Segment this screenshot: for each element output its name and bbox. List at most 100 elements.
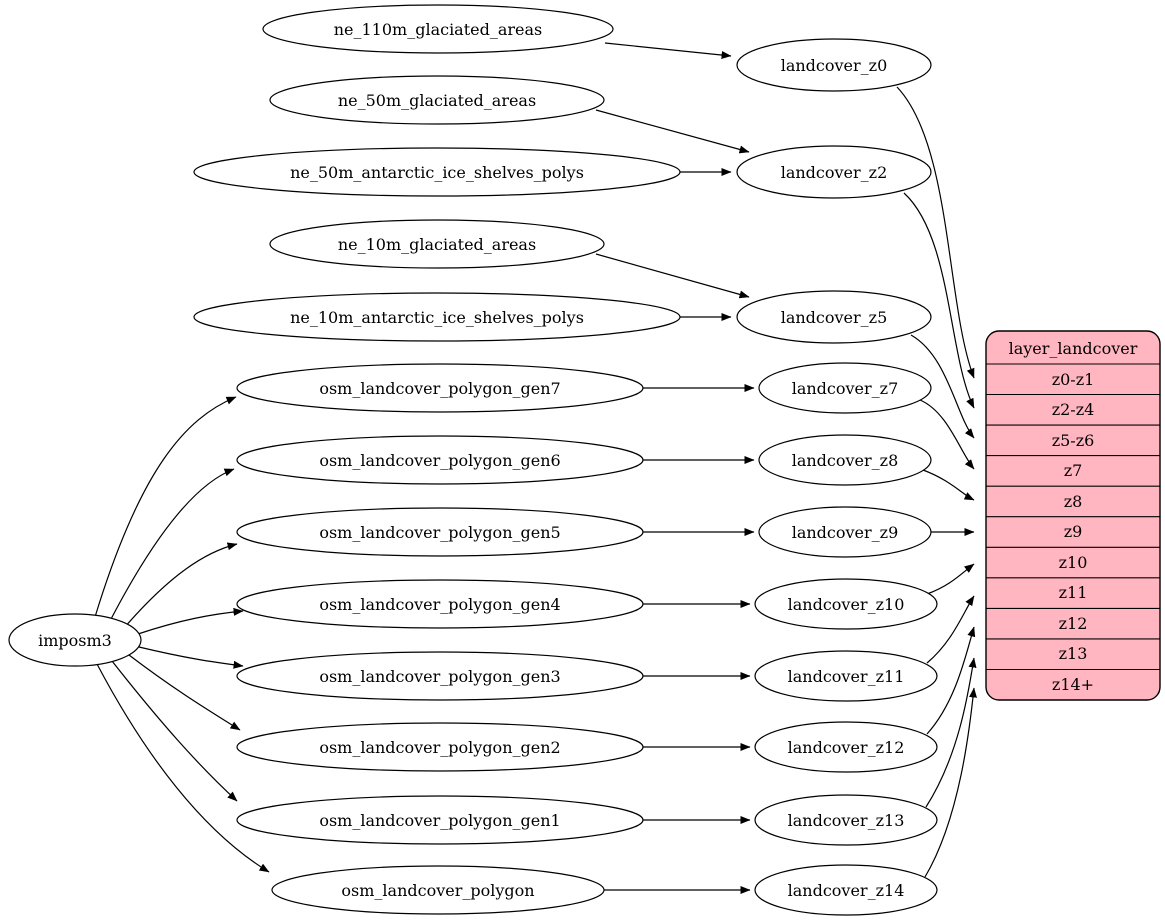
record-title: layer_landcover xyxy=(1009,339,1138,358)
edge-imposm3-gen1 xyxy=(111,660,238,802)
edge-z8-row xyxy=(922,469,975,501)
node-group: imposm3 ne_110m_glaciated_areas ne_50m_g… xyxy=(8,4,938,916)
stage-ellipse xyxy=(736,38,932,92)
stage-ellipse xyxy=(758,362,932,414)
node-landcover-z5: landcover_z5 xyxy=(736,290,932,344)
source-label: osm_landcover_polygon_gen6 xyxy=(319,451,560,470)
node-landcover-z0: landcover_z0 xyxy=(736,38,932,92)
imposm3-label: imposm3 xyxy=(38,631,112,650)
stage-label: landcover_z9 xyxy=(792,523,899,542)
edge-z0-row xyxy=(896,86,975,379)
source-ellipse xyxy=(193,147,681,197)
node-ne-50m-glaciated-areas: ne_50m_glaciated_areas xyxy=(269,75,605,125)
edge-imposm3-gen7 xyxy=(94,396,237,618)
edge-z13-row xyxy=(925,657,977,808)
source-ellipse xyxy=(236,795,644,845)
edge-z7-row xyxy=(919,399,975,470)
source-ellipse xyxy=(236,363,644,413)
record-row-label: z10 xyxy=(1059,553,1088,572)
source-ellipse xyxy=(236,435,644,485)
source-label: osm_landcover_polygon_gen3 xyxy=(319,667,560,686)
edge-imposm3-polygon xyxy=(96,663,270,873)
stage-ellipse xyxy=(736,290,932,344)
record-row-label: z14+ xyxy=(1052,675,1094,694)
record-row-label: z13 xyxy=(1059,644,1088,663)
node-osm-landcover-polygon-gen1: osm_landcover_polygon_gen1 xyxy=(236,795,644,845)
stage-label: landcover_z10 xyxy=(788,595,905,614)
source-label: osm_landcover_polygon_gen5 xyxy=(319,523,560,542)
source-ellipse xyxy=(262,4,614,54)
edge-z11-row xyxy=(926,595,975,664)
stage-ellipse xyxy=(754,650,938,702)
node-landcover-z11: landcover_z11 xyxy=(754,650,938,702)
node-landcover-z8: landcover_z8 xyxy=(758,434,932,486)
node-landcover-z9: landcover_z9 xyxy=(758,506,932,558)
stage-ellipse xyxy=(754,578,938,630)
source-label: ne_50m_glaciated_areas xyxy=(338,91,536,110)
source-label: osm_landcover_polygon_gen1 xyxy=(319,811,560,830)
stage-label: landcover_z0 xyxy=(781,56,888,75)
record-row-label: z2-z4 xyxy=(1052,400,1095,419)
edge-ne10m-glaciated-z5 xyxy=(595,253,750,299)
node-landcover-z13: landcover_z13 xyxy=(754,794,938,846)
source-label: ne_10m_glaciated_areas xyxy=(338,235,536,254)
edge-ne50m-glaciated-z2 xyxy=(595,109,750,154)
node-ne-50m-antarctic-ice-shelves-polys: ne_50m_antarctic_ice_shelves_polys xyxy=(193,147,681,197)
node-osm-landcover-polygon-gen7: osm_landcover_polygon_gen7 xyxy=(236,363,644,413)
node-landcover-z2: landcover_z2 xyxy=(736,145,932,199)
edge-imposm3-gen6 xyxy=(109,468,235,622)
source-ellipse xyxy=(236,507,644,557)
stage-label: landcover_z12 xyxy=(788,738,905,757)
record-row-label: z7 xyxy=(1064,461,1083,480)
edge-z14-row xyxy=(924,687,977,878)
stage-label: landcover_z7 xyxy=(792,379,899,398)
node-imposm3: imposm3 xyxy=(8,613,142,667)
record-node-layer-landcover: layer_landcover z0-z1 z2-z4 z5-z6 z7 z8 … xyxy=(985,330,1161,701)
node-landcover-z10: landcover_z10 xyxy=(754,578,938,630)
source-label: osm_landcover_polygon_gen4 xyxy=(319,595,560,614)
stage-label: landcover_z13 xyxy=(788,811,905,830)
record-row-label: z0-z1 xyxy=(1052,370,1095,389)
edge-imposm3-gen5 xyxy=(123,542,238,629)
node-ne-110m-glaciated-areas: ne_110m_glaciated_areas xyxy=(262,4,614,54)
source-ellipse xyxy=(236,722,644,772)
node-osm-landcover-polygon-gen2: osm_landcover_polygon_gen2 xyxy=(236,722,644,772)
record-outline xyxy=(985,330,1161,701)
stage-ellipse xyxy=(758,434,932,486)
source-ellipse xyxy=(271,865,605,915)
source-ellipse xyxy=(236,651,644,701)
node-osm-landcover-polygon-gen4: osm_landcover_polygon_gen4 xyxy=(236,579,644,629)
source-ellipse xyxy=(269,219,605,269)
stage-label: landcover_z14 xyxy=(788,881,905,900)
stage-label: landcover_z2 xyxy=(781,163,888,182)
node-osm-landcover-polygon-gen3: osm_landcover_polygon_gen3 xyxy=(236,651,644,701)
source-label: ne_50m_antarctic_ice_shelves_polys xyxy=(290,163,584,182)
stage-ellipse xyxy=(754,864,938,916)
node-osm-landcover-polygon-gen6: osm_landcover_polygon_gen6 xyxy=(236,435,644,485)
edge-imposm3-gen2 xyxy=(128,654,241,731)
stage-label: landcover_z11 xyxy=(788,667,905,686)
record-row-label: z5-z6 xyxy=(1052,431,1095,450)
node-ne-10m-antarctic-ice-shelves-polys: ne_10m_antarctic_ice_shelves_polys xyxy=(193,292,681,342)
stage-ellipse xyxy=(754,794,938,846)
source-label: osm_landcover_polygon xyxy=(341,881,534,900)
node-landcover-z7: landcover_z7 xyxy=(758,362,932,414)
imposm3-ellipse xyxy=(8,613,142,667)
stage-label: landcover_z8 xyxy=(792,451,899,470)
record-row-label: z8 xyxy=(1064,492,1083,511)
node-ne-10m-glaciated-areas: ne_10m_glaciated_areas xyxy=(269,219,605,269)
record-row-label: z9 xyxy=(1064,522,1083,541)
source-label: ne_110m_glaciated_areas xyxy=(334,20,543,39)
source-label: ne_10m_antarctic_ice_shelves_polys xyxy=(290,308,584,327)
source-ellipse xyxy=(236,579,644,629)
source-label: osm_landcover_polygon_gen2 xyxy=(319,738,560,757)
node-landcover-z12: landcover_z12 xyxy=(754,721,938,773)
stage-ellipse xyxy=(736,145,932,199)
edge-group xyxy=(94,42,977,894)
stage-label: landcover_z5 xyxy=(781,308,888,327)
edge-z12-row xyxy=(926,626,976,735)
edge-imposm3-gen4 xyxy=(137,607,244,635)
source-ellipse xyxy=(269,75,605,125)
node-osm-landcover-polygon-gen5: osm_landcover_polygon_gen5 xyxy=(236,507,644,557)
